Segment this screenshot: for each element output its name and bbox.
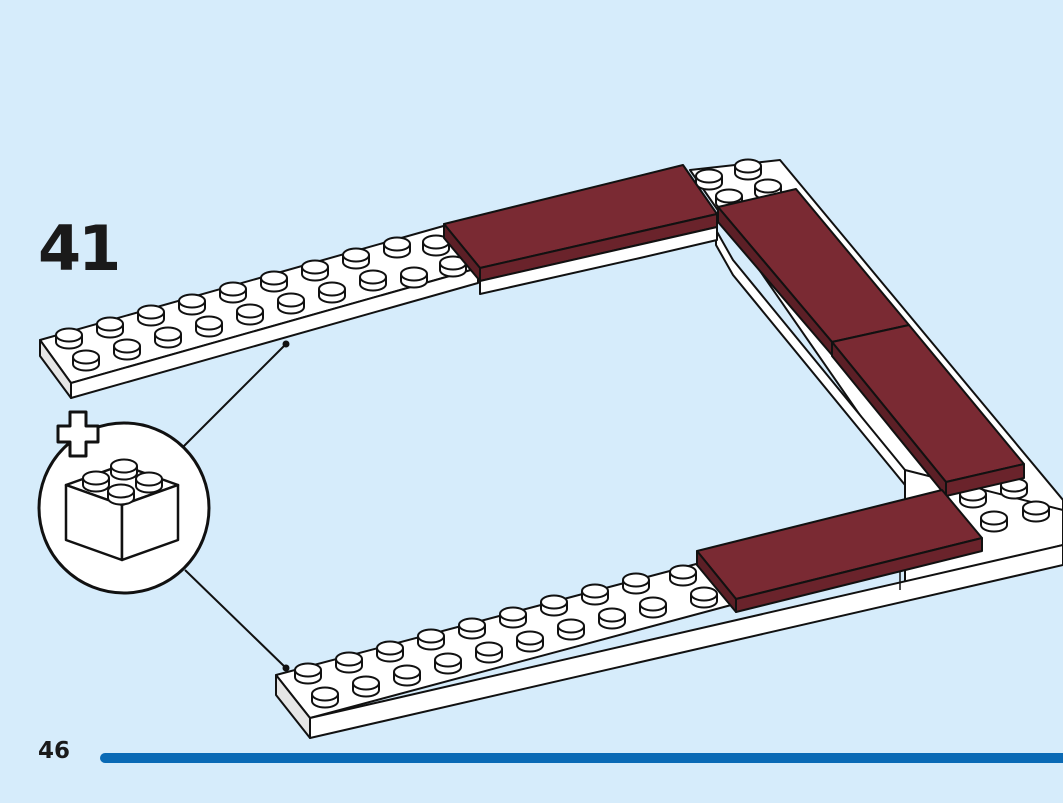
step-number: 41 <box>38 212 121 285</box>
add-new-brick-icon <box>37 410 211 595</box>
progress-bar <box>100 753 1063 763</box>
tile-top <box>443 164 718 295</box>
callout-line-bottom <box>184 569 287 669</box>
tile-bottom <box>696 489 983 613</box>
callout-line-top <box>181 343 287 449</box>
page-number: 46 <box>38 738 71 764</box>
tile-right-upper <box>717 188 910 356</box>
